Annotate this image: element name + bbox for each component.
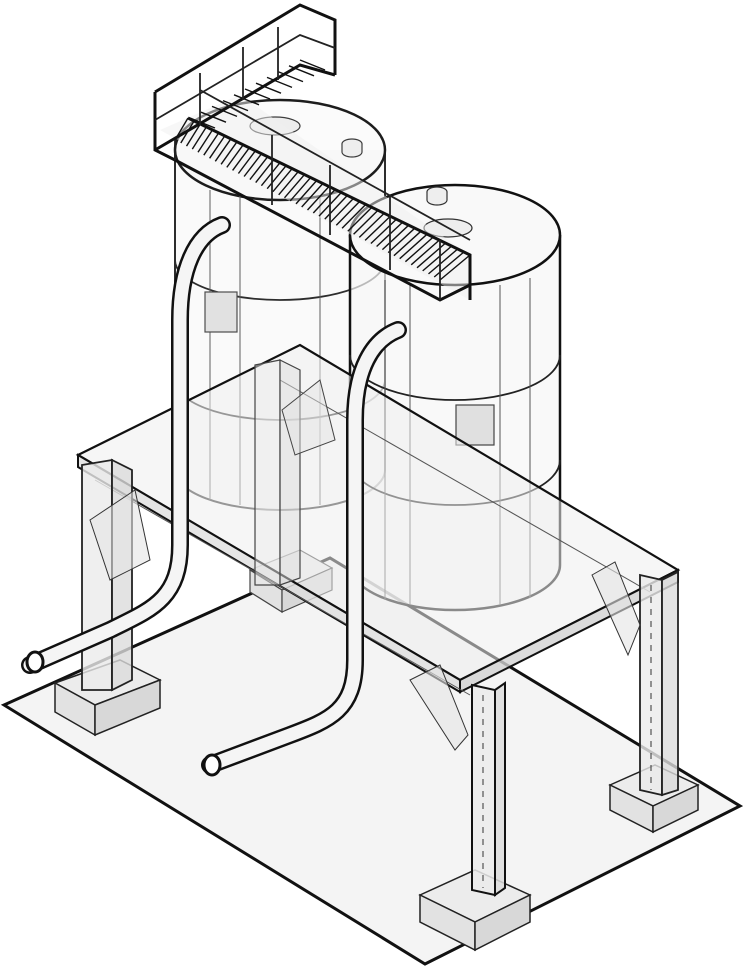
catwalk <box>153 3 472 302</box>
grating-slat <box>249 156 269 181</box>
pipe-left <box>21 216 231 674</box>
grating-slat <box>358 212 385 238</box>
grating-slat <box>260 162 281 187</box>
column-back-middle <box>254 359 336 586</box>
grating-slat <box>185 123 201 147</box>
grating-slat <box>255 82 282 94</box>
grating-slat <box>439 254 471 281</box>
grating-slat <box>266 76 293 89</box>
grating-slat <box>220 141 238 165</box>
grating-slat <box>422 245 453 272</box>
pipe-right <box>201 321 407 777</box>
column-front-right <box>409 664 506 897</box>
grating-slat <box>244 88 271 100</box>
grating-slat <box>283 174 306 199</box>
grating-slat <box>299 59 326 71</box>
grating-slat <box>211 105 238 118</box>
grating-slat <box>347 206 373 232</box>
column-right <box>591 561 679 797</box>
pipe-right-outlet <box>202 753 222 777</box>
grating-slat <box>370 218 397 245</box>
grating-slat <box>410 239 440 266</box>
grating-slat <box>335 200 361 226</box>
grating-slat <box>209 135 226 159</box>
grating-slat <box>353 209 379 235</box>
grating-slat <box>266 165 287 190</box>
grating-slat <box>387 227 416 254</box>
grating-slat <box>341 203 367 229</box>
grating-slat <box>428 248 459 275</box>
grating-slat <box>329 197 355 223</box>
grating-slat <box>191 126 207 150</box>
grating-slat <box>243 153 263 177</box>
tank-left-hatch <box>204 291 238 333</box>
grating-slat <box>399 233 428 260</box>
grating-slat <box>255 159 275 184</box>
grating-slat <box>301 183 324 208</box>
grating-slat <box>277 70 304 83</box>
grating-slat <box>312 189 336 214</box>
grating-slat <box>278 171 299 196</box>
grating-slat <box>404 236 434 263</box>
grating-slat <box>272 168 293 193</box>
grating-slat <box>232 147 250 171</box>
grating-slat <box>295 180 318 205</box>
grating-slat <box>393 230 422 257</box>
grating-slat <box>214 138 232 162</box>
grating-slat <box>222 99 249 112</box>
grating-slat <box>237 150 256 174</box>
grating-slat <box>233 94 260 106</box>
pipe-left-outlet <box>25 650 45 674</box>
grating-slat <box>324 194 348 220</box>
ground-slab <box>0 556 743 966</box>
grating-slat <box>289 177 312 202</box>
grating-slat <box>381 224 410 251</box>
grating-slat <box>203 132 220 156</box>
grating-slat <box>364 215 391 241</box>
grating-slat <box>226 144 244 168</box>
grating-slat <box>306 186 330 211</box>
tank-right-hatch <box>455 404 495 446</box>
grating-slat <box>197 129 214 153</box>
